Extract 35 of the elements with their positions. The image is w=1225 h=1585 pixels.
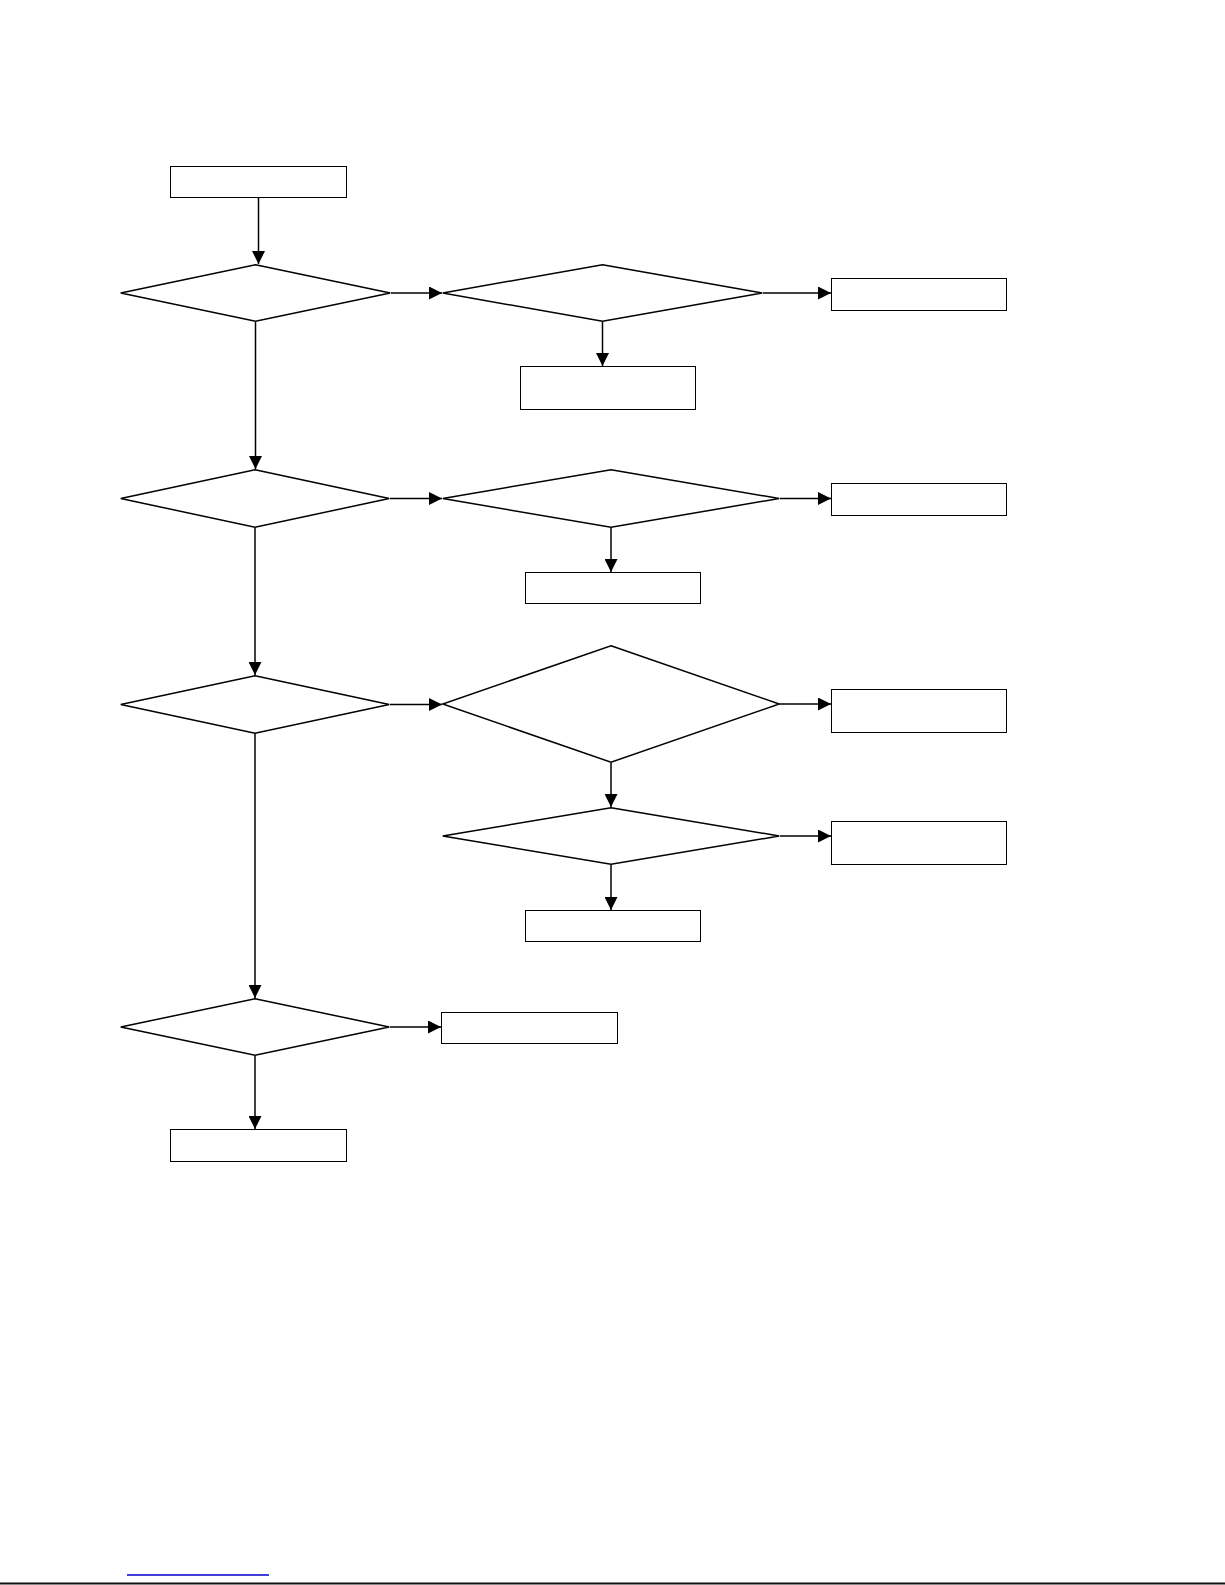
decision-diamond (120, 264, 391, 322)
process-box (170, 166, 347, 198)
arrow (762, 286, 832, 300)
decision-diamond (120, 469, 390, 528)
arrow (779, 492, 832, 505)
arrow (252, 197, 265, 265)
arrow (779, 697, 832, 711)
arrow (389, 698, 443, 711)
decision-diamond (120, 675, 390, 734)
arrow (596, 321, 609, 367)
process-box (831, 278, 1007, 311)
process-box (520, 366, 696, 410)
process-box (831, 483, 1007, 516)
decision-diamond (442, 807, 780, 865)
decision-diamond (442, 469, 780, 528)
arrow (604, 762, 618, 808)
arrow (248, 1055, 262, 1130)
arrow (249, 321, 262, 470)
arrow (390, 286, 443, 300)
process-box (831, 689, 1007, 733)
process-box (525, 572, 701, 604)
arrow (604, 527, 618, 573)
arrow (604, 864, 618, 911)
arrow (389, 1020, 442, 1034)
arrow (248, 527, 262, 676)
decision-diamond (120, 998, 390, 1056)
process-box (525, 910, 701, 942)
decision-diamond (442, 264, 763, 322)
arrow (779, 829, 832, 843)
process-box (170, 1129, 347, 1162)
arrow (248, 733, 262, 999)
decision-diamond (442, 645, 780, 763)
arrow (389, 492, 443, 505)
process-box (441, 1012, 618, 1044)
process-box (831, 821, 1007, 865)
